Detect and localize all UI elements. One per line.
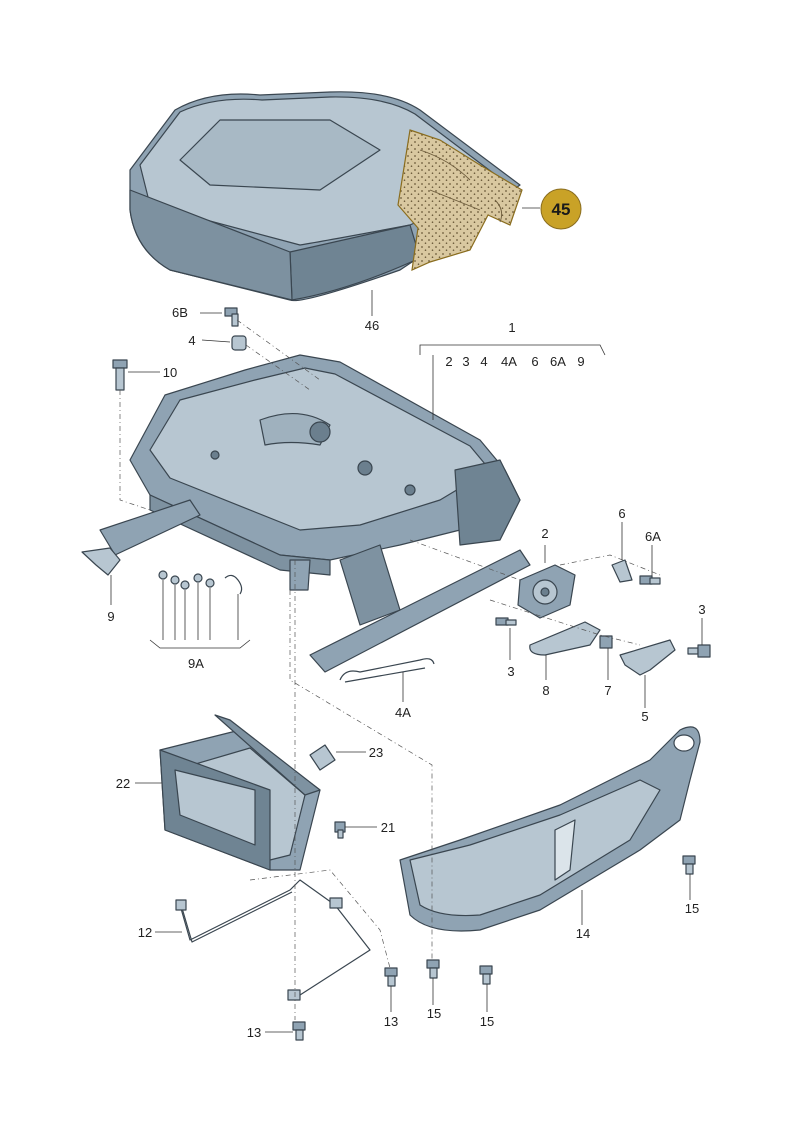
svg-text:3: 3 — [462, 354, 469, 369]
callout-3-left[interactable]: 3 — [507, 664, 514, 679]
clip-set-9A — [158, 570, 243, 595]
bolt-6B — [224, 307, 239, 327]
foam-pad-highlight — [397, 129, 523, 271]
callout-1[interactable]: 1 — [508, 320, 515, 335]
callout-15-left[interactable]: 15 — [480, 1014, 494, 1029]
storage-drawer-22 — [159, 714, 321, 871]
svg-text:9: 9 — [577, 354, 584, 369]
callout-15-mid[interactable]: 15 — [427, 1006, 441, 1021]
callout-21[interactable]: 21 — [381, 820, 395, 835]
svg-text:6A: 6A — [550, 354, 566, 369]
callout-22[interactable]: 22 — [116, 776, 130, 791]
bolt-3-left — [495, 617, 517, 626]
callout-10[interactable]: 10 — [163, 365, 177, 380]
callout-6B[interactable]: 6B — [172, 305, 188, 320]
screw-15-left — [479, 965, 493, 985]
bolt-6A — [639, 575, 661, 585]
callout-3-right[interactable]: 3 — [698, 602, 705, 617]
callout-46[interactable]: 46 — [365, 318, 379, 333]
callout-15-right[interactable]: 15 — [685, 901, 699, 916]
bracket-5 — [619, 639, 676, 676]
recliner-2 — [517, 564, 576, 619]
callout-23[interactable]: 23 — [369, 745, 383, 760]
bushing-4 — [231, 335, 247, 351]
nut-23 — [309, 744, 336, 771]
screw-13-right — [384, 967, 398, 987]
callout-2[interactable]: 2 — [541, 526, 548, 541]
bolt-10 — [112, 359, 128, 391]
svg-text:45: 45 — [552, 200, 571, 219]
callout-14[interactable]: 14 — [576, 926, 590, 941]
screw-15-right — [682, 855, 696, 875]
callout-6A[interactable]: 6A — [645, 529, 661, 544]
callout-1-subparts: 2 3 4 4A 6 6A 9 — [445, 354, 584, 369]
bolt-3-right — [687, 644, 711, 658]
svg-text:6: 6 — [531, 354, 538, 369]
callout-45[interactable]: 45 — [540, 188, 582, 230]
callout-4[interactable]: 4 — [188, 333, 195, 348]
callout-7[interactable]: 7 — [604, 683, 611, 698]
callout-12[interactable]: 12 — [138, 925, 152, 940]
callout-13-right[interactable]: 13 — [384, 1014, 398, 1029]
spring-4A — [339, 658, 435, 683]
svg-text:2: 2 — [445, 354, 452, 369]
callout-6[interactable]: 6 — [618, 506, 625, 521]
clip-7 — [599, 635, 613, 649]
bolt-21 — [334, 821, 346, 839]
callout-4A[interactable]: 4A — [395, 705, 411, 720]
callout-9A[interactable]: 9A — [188, 656, 204, 671]
callout-13-bottom[interactable]: 13 — [247, 1025, 261, 1040]
lever-8 — [529, 621, 601, 656]
assembly-lines — [119, 319, 661, 1020]
svg-text:4: 4 — [480, 354, 487, 369]
callout-5[interactable]: 5 — [641, 709, 648, 724]
screw-15-mid — [426, 959, 440, 979]
side-trim-14 — [399, 726, 701, 932]
callout-8[interactable]: 8 — [542, 683, 549, 698]
wire-bracket-12 — [175, 879, 371, 1001]
bracket-6 — [611, 559, 633, 583]
seat-frame — [99, 354, 531, 673]
svg-text:4A: 4A — [501, 354, 517, 369]
handle-9 — [81, 547, 121, 576]
screw-13-bottom — [292, 1021, 306, 1041]
leader-lines — [110, 207, 703, 1033]
callout-9[interactable]: 9 — [107, 609, 114, 624]
